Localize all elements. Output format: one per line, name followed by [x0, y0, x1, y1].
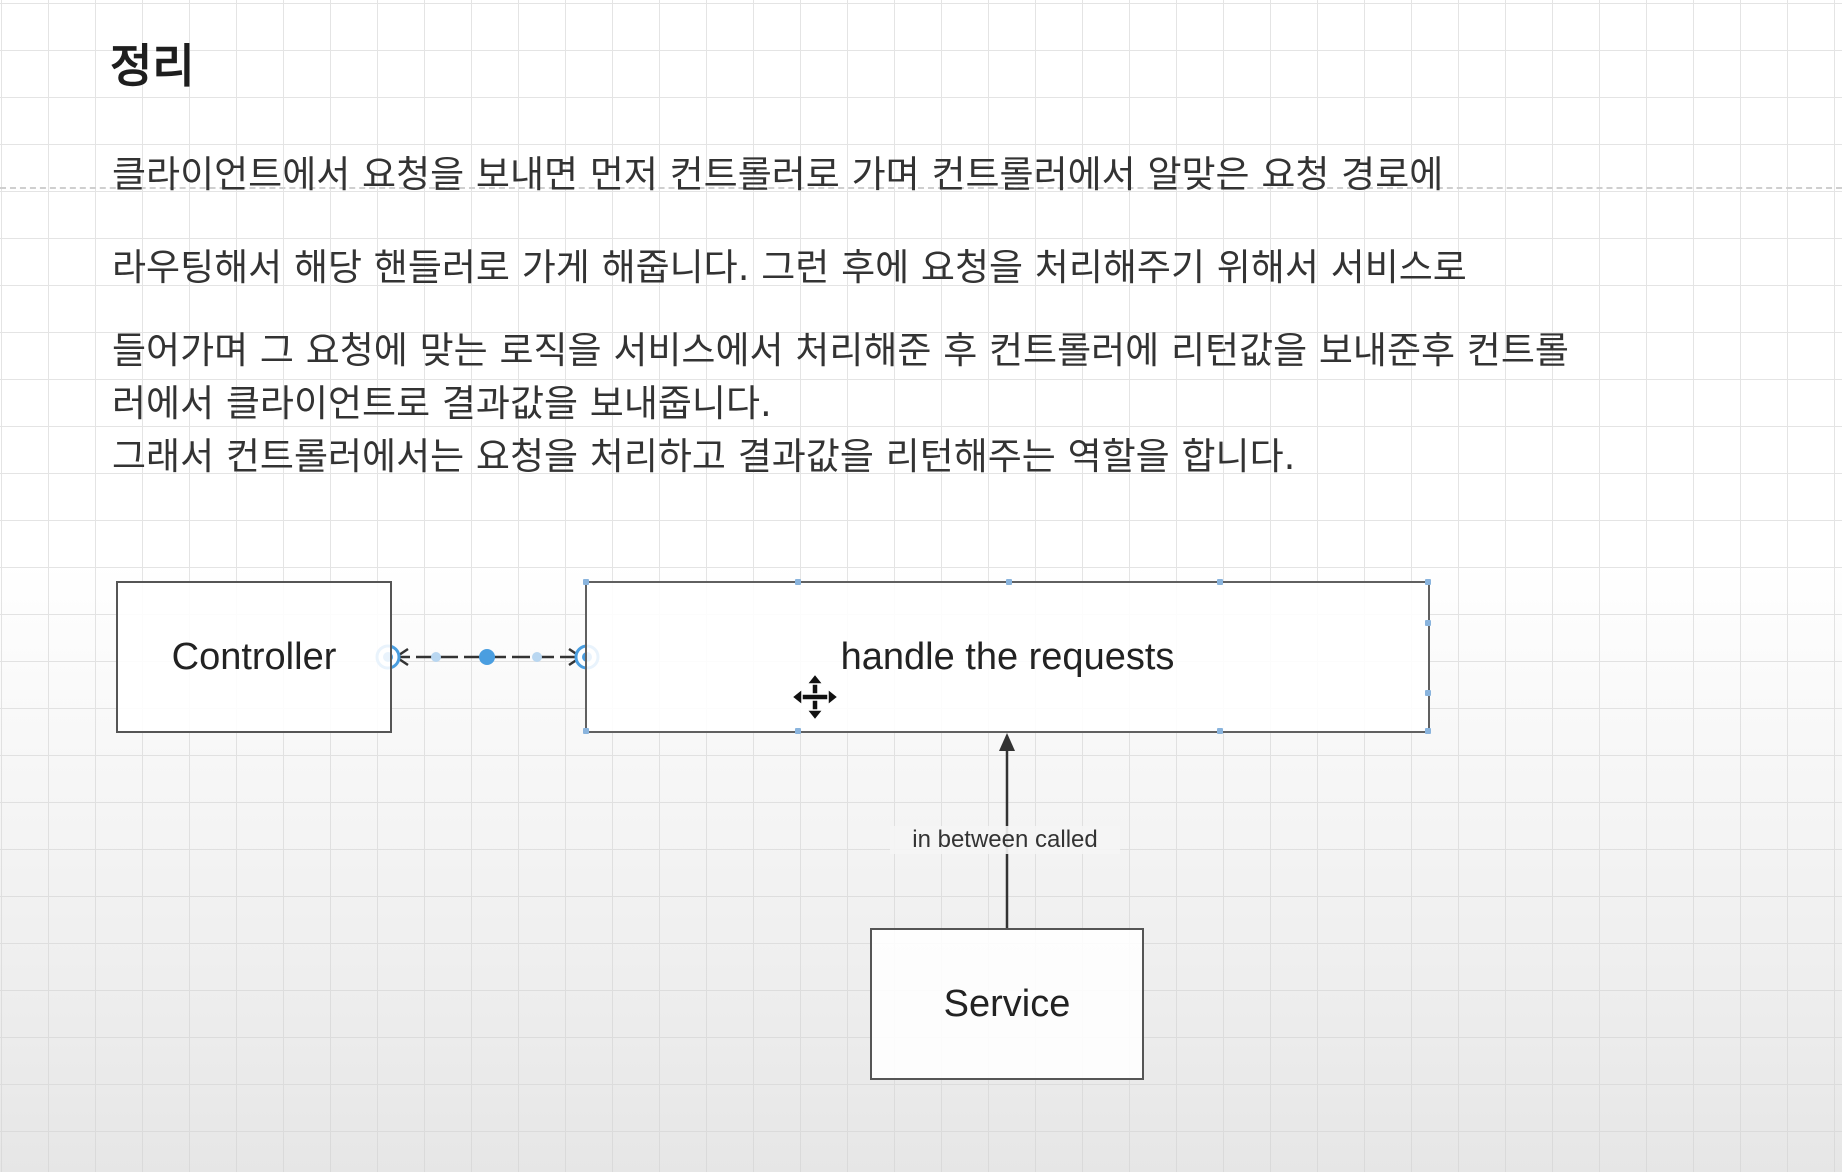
selection-handle[interactable]: [1425, 579, 1431, 585]
page-title: 정리: [110, 39, 195, 93]
selection-handle[interactable]: [583, 579, 589, 585]
summary-line-5: 그래서 컨트롤러에서는 요청을 처리하고 결과값을 리턴해주는 역할을 합니다.: [112, 435, 1296, 478]
selection-handle[interactable]: [583, 728, 589, 734]
selection-handle[interactable]: [1425, 690, 1431, 696]
selection-handle[interactable]: [1425, 728, 1431, 734]
controller-node[interactable]: Controller: [116, 581, 392, 733]
selection-handle[interactable]: [795, 728, 801, 734]
page-divider: [0, 187, 1842, 189]
summary-line-4: 러에서 클라이언트로 결과값을 보내줍니다.: [112, 382, 772, 425]
selection-handle[interactable]: [795, 579, 801, 585]
handler-label: handle the requests: [840, 635, 1175, 678]
summary-line-1: 클라이언트에서 요청을 보내면 먼저 컨트롤러로 가며 컨트롤러에서 알맞은 요…: [112, 153, 1444, 196]
service-node[interactable]: Service: [870, 928, 1144, 1080]
edge-midpoint-handle: [479, 649, 495, 665]
summary-line-2: 라우팅해서 해당 핸들러로 가게 해줍니다. 그런 후에 요청을 처리해주기 위…: [112, 246, 1467, 289]
edge-label: in between called: [890, 826, 1120, 854]
controller-edge-arrowhead: [393, 647, 409, 667]
selection-handle[interactable]: [1217, 579, 1223, 585]
handler-edge-arrowhead: [568, 647, 584, 667]
service-label: Service: [943, 982, 1071, 1025]
move-cursor-icon: [792, 674, 838, 720]
handler-node[interactable]: handle the requests: [585, 581, 1430, 733]
service-edge-arrowhead: [999, 733, 1015, 751]
summary-line-3: 들어가며 그 요청에 맞는 로직을 서비스에서 처리해준 후 컨트롤러에 리턴값…: [112, 329, 1569, 372]
selection-handle[interactable]: [1425, 620, 1431, 626]
controller-label: Controller: [171, 635, 337, 678]
selection-handle[interactable]: [1006, 579, 1012, 585]
selection-handle[interactable]: [1217, 728, 1223, 734]
